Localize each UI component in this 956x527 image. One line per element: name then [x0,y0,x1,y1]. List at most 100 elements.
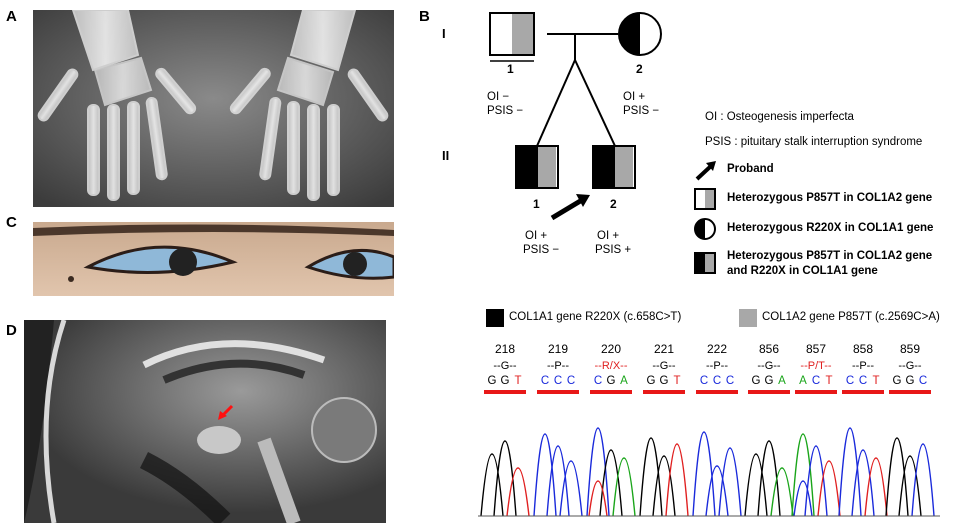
col1a1-peak [665,443,689,517]
col1a1-codon-bar [696,390,738,394]
legend-compound-symbol [694,252,716,274]
col1a2-amino-acid: --G-- [757,360,781,372]
col1a1-codon-number: 222 [707,342,727,356]
col1a2-codon-number: 858 [853,342,873,356]
mri-image [24,320,386,523]
pedigree-i2-oi: OI + [623,91,645,103]
col1a1-peak [586,427,610,517]
col1a2-peak [911,443,935,517]
col1a1-base: C [713,375,721,387]
generation-i-label: I [442,26,446,41]
pedigree-ii2-oi: OI + [597,230,619,242]
col1a2-peak [838,427,862,517]
col1a1-base: C [726,375,734,387]
col1a2-gene-label: COL1A2 gene P857T (c.2569C>A) [762,311,940,323]
col1a1-amino-acid: --G-- [652,360,676,372]
pedigree-ii1-number: 1 [533,197,540,211]
col1a1-peak [705,465,729,517]
pedigree-ii1-oi: OI + [525,230,547,242]
legend-proband-label: Proband [727,163,774,175]
col1a1-peak [612,457,636,517]
hand-xray-image [33,10,394,207]
col1a2-peak [864,457,888,517]
pedigree-i1-oi: OI − [487,91,509,103]
panel-letter-a: A [6,8,17,25]
col1a2-peak [885,437,909,517]
col1a1-legend-swatch [486,309,504,327]
col1a1-peak [599,449,623,517]
legend-het-r220x-symbol [694,218,716,240]
col1a1-codon-bar [484,390,526,394]
col1a2-amino-acid: --P/T-- [800,360,831,372]
generation-ii-label: II [442,148,449,163]
col1a2-base: A [778,375,786,387]
col1a2-peak [817,460,841,517]
col1a2-peak [744,453,768,517]
col1a2-base: G [893,375,902,387]
pedigree-i1-psis: PSIS − [487,105,523,117]
col1a1-het-peak [588,480,608,517]
col1a2-codon-bar [842,390,884,394]
col1a1-base: T [673,375,680,387]
col1a2-base: T [872,375,879,387]
col1a1-amino-acid: --G-- [493,360,517,372]
col1a2-codon-bar [748,390,790,394]
col1a1-gene-label: COL1A1 gene R220X (c.658C>T) [509,311,682,323]
col1a1-peak [546,445,570,517]
pedigree-ii2-male [592,145,636,189]
col1a1-amino-acid: --R/X-- [595,360,628,372]
panel-letter-d: D [6,322,17,339]
col1a1-base: T [514,375,521,387]
pedigree-i2-number: 2 [636,62,643,76]
col1a2-peak [898,455,922,517]
col1a2-codon-number: 856 [759,342,779,356]
col1a2-amino-acid: --P-- [852,360,874,372]
col1a1-base: G [607,375,616,387]
col1a1-base: G [501,375,510,387]
col1a2-het-peak [793,480,813,517]
legend-proband-arrow-icon [695,161,716,181]
panel-letter-b: B [419,8,430,25]
col1a1-codon-bar [537,390,579,394]
legend-oi-definition: OI : Osteogenesis imperfecta [705,111,854,123]
col1a1-peak [533,433,557,517]
col1a2-peak [770,467,794,517]
col1a1-peak [506,467,530,517]
legend-compound-line1: Heterozygous P857T in COL1A2 gene [727,250,933,262]
col1a2-peak [757,440,781,517]
col1a2-base: G [752,375,761,387]
col1a1-amino-acid: --P-- [706,360,728,372]
col1a1-peak [493,440,517,517]
col1a1-base: G [647,375,656,387]
col1a1-base: C [541,375,549,387]
legend-het-p857t-symbol [694,188,716,210]
col1a1-base: A [620,375,628,387]
col1a2-base: C [919,375,927,387]
proband-arrow-icon [550,194,590,221]
legend-het-r220x-text: Heterozygous R220X in COL1A1 gene [727,222,934,234]
col1a1-codon-number: 219 [548,342,568,356]
col1a2-base: T [825,375,832,387]
col1a2-base: C [846,375,854,387]
col1a1-peak [718,447,742,517]
col1a2-base: C [859,375,867,387]
pedigree-ii1-psis: PSIS − [523,244,559,256]
col1a2-base: G [765,375,774,387]
col1a2-base: C [812,375,820,387]
col1a1-codon-number: 220 [601,342,621,356]
col1a2-amino-acid: --G-- [898,360,922,372]
col1a1-codon-bar [590,390,632,394]
panel-letter-c: C [6,214,17,231]
col1a1-peak [559,460,583,517]
col1a1-base: C [594,375,602,387]
pedigree-chart: I II 1 2 OI − PSIS − OI + PSIS − 1 2 [442,12,662,256]
col1a2-legend-swatch [739,309,757,327]
col1a1-base: G [488,375,497,387]
legend-compound-line2: and R220X in COL1A1 gene [727,265,878,277]
col1a1-peak [692,431,716,517]
col1a2-base: A [799,375,807,387]
pedigree-ii2-number: 2 [610,197,617,211]
col1a1-codon-bar [643,390,685,394]
col1a2-codon-bar [889,390,931,394]
eye-photo [33,222,394,296]
